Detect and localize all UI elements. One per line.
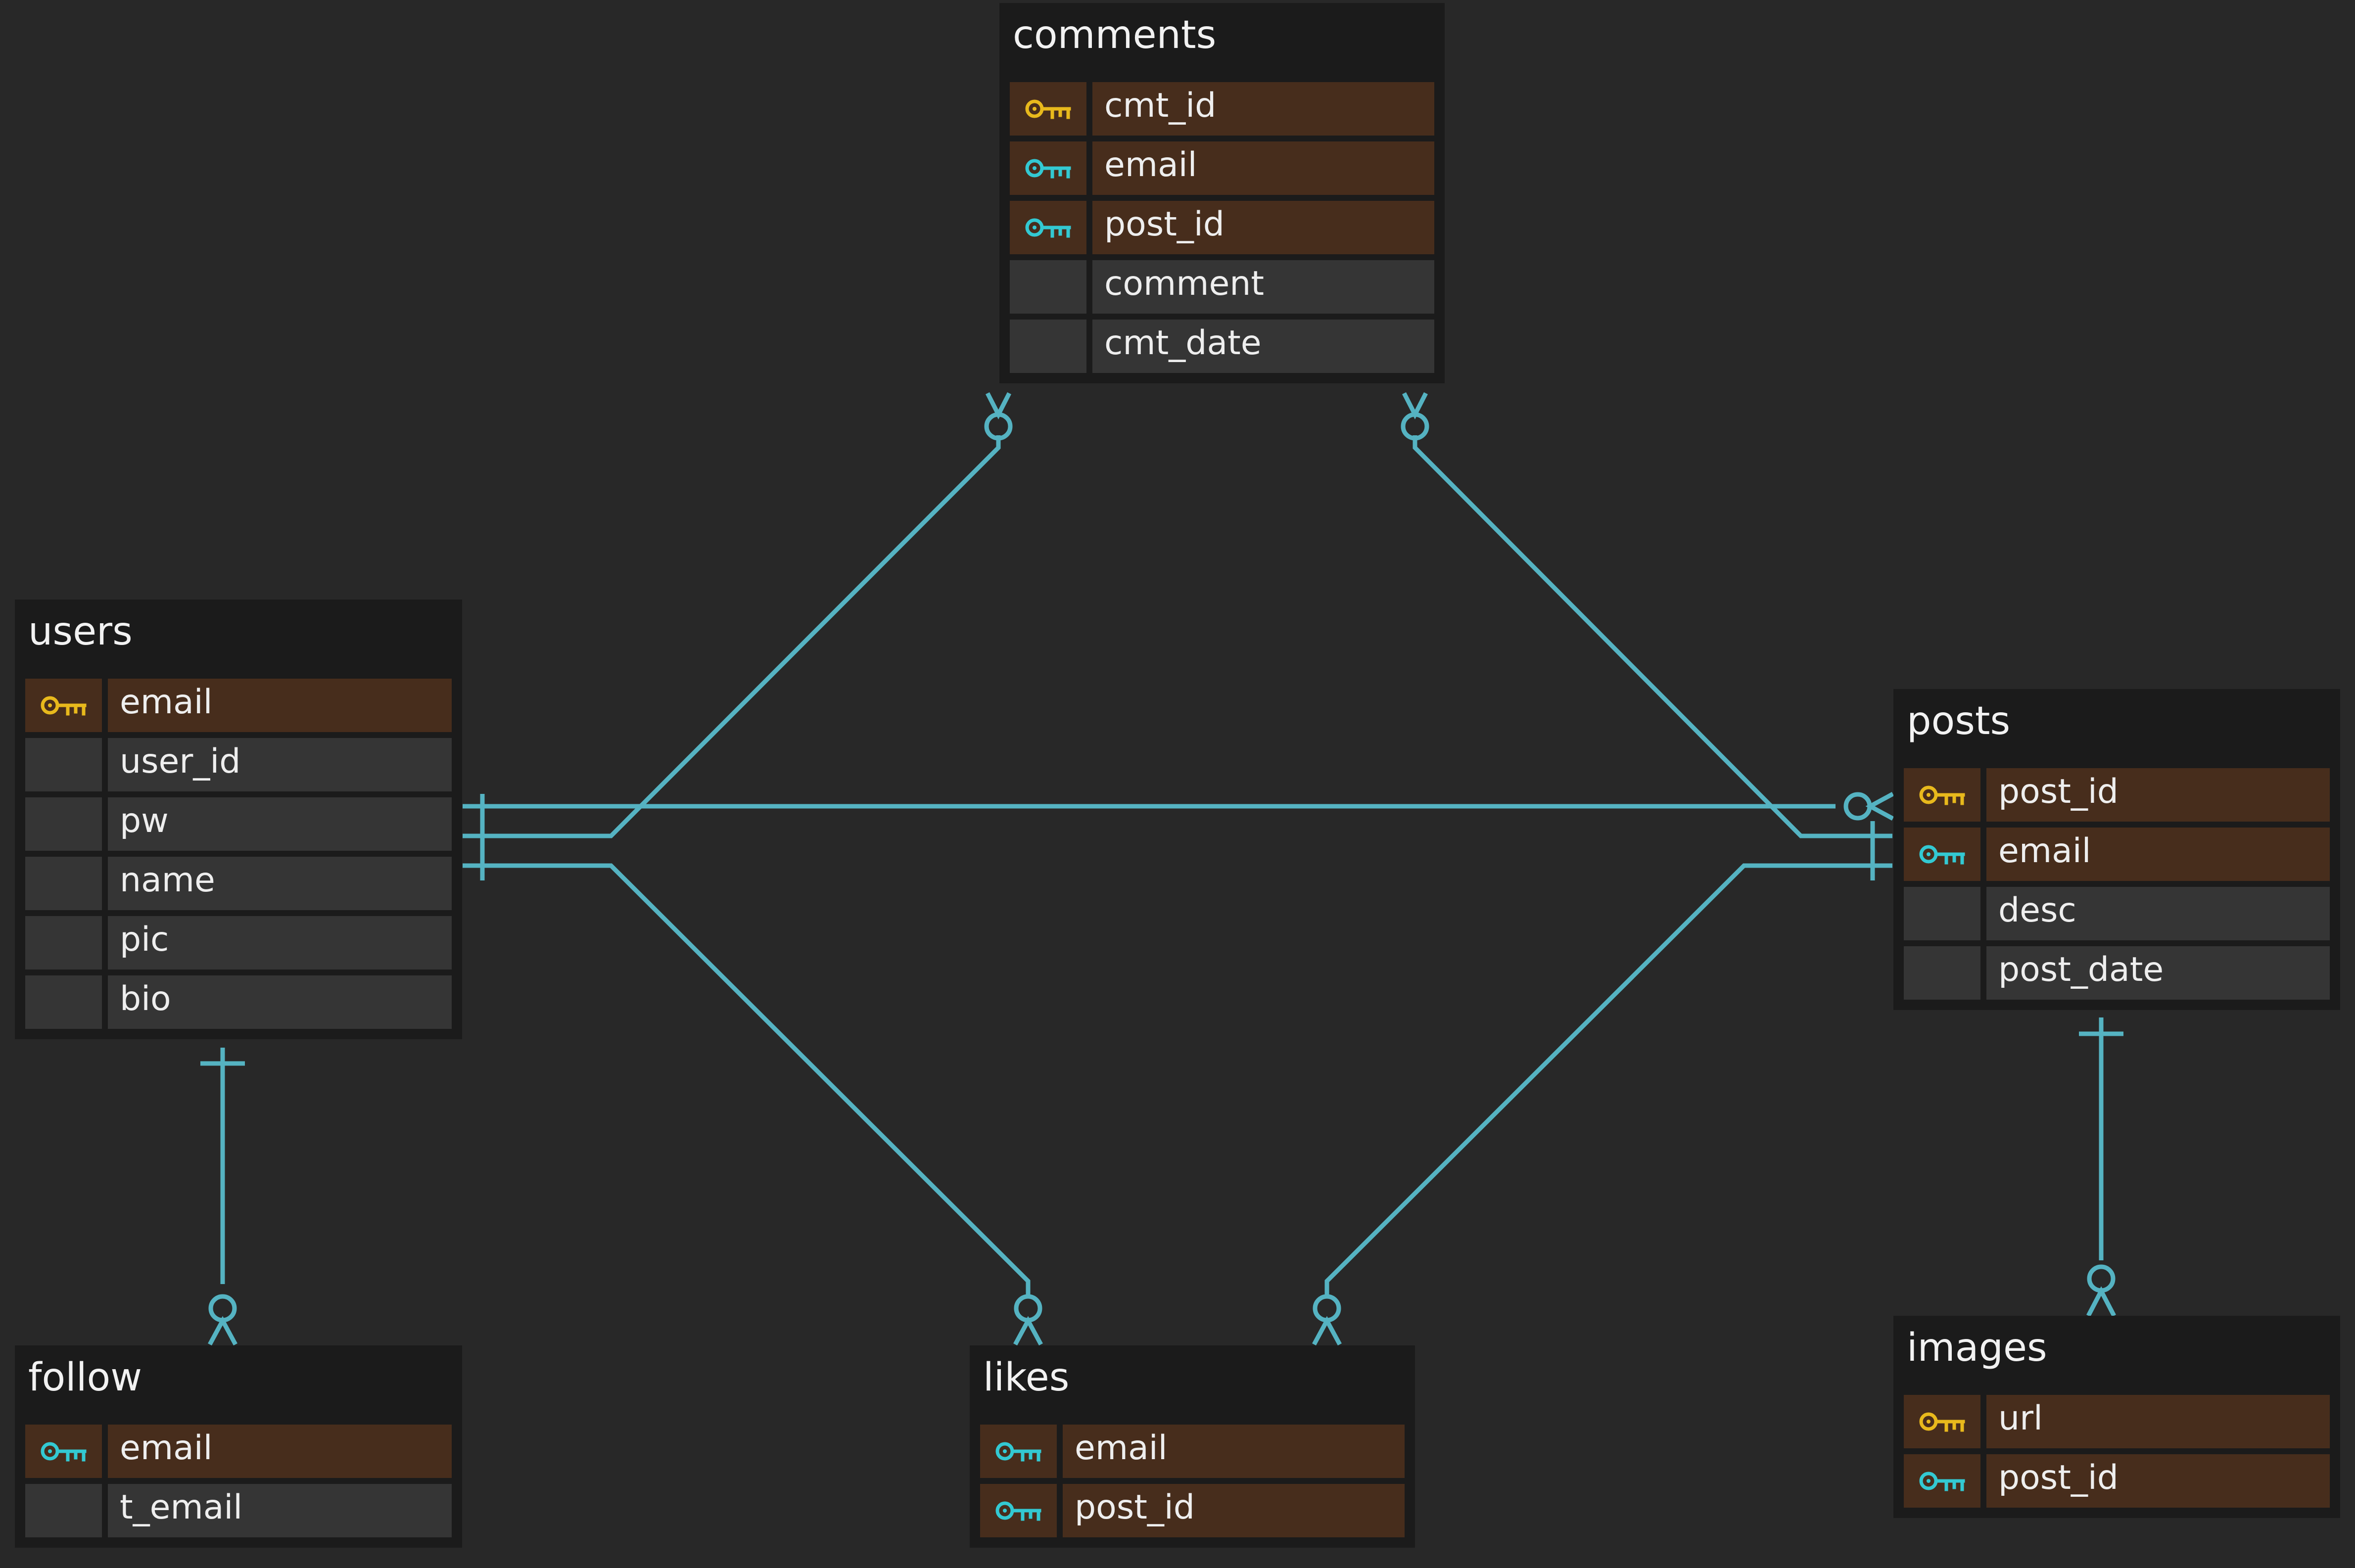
table-follow[interactable]: follow email t_email (15, 1345, 462, 1548)
column-row[interactable]: email (1904, 828, 2330, 881)
table-title: comments (1013, 13, 1217, 57)
relationship-users-likes (463, 863, 1031, 1296)
column-name: email (108, 1425, 452, 1478)
primary-key-icon (1919, 1412, 1965, 1432)
key-cell (1010, 320, 1086, 373)
foreign-key-icon (995, 1442, 1041, 1462)
column-name: name (108, 857, 452, 910)
relationship-users-comments (463, 435, 1001, 838)
key-cell (1904, 768, 1980, 822)
column-row[interactable]: post_date (1904, 946, 2330, 1000)
column-row[interactable]: user_id (25, 738, 452, 791)
column-row[interactable]: email (980, 1425, 1405, 1478)
column-row[interactable]: cmt_id (1010, 82, 1434, 136)
column-name: t_email (108, 1484, 452, 1537)
foreign-key-icon (1919, 845, 1965, 865)
column-name: post_date (1986, 946, 2330, 1000)
column-row[interactable]: email (25, 679, 452, 732)
column-name: post_id (1063, 1484, 1405, 1537)
column-row[interactable]: cmt_date (1010, 320, 1434, 373)
table-title: users (28, 609, 133, 654)
table-title: posts (1907, 699, 2011, 743)
column-name: pic (108, 916, 452, 969)
key-cell (1010, 260, 1086, 314)
foreign-key-icon (41, 1442, 86, 1462)
column-row[interactable]: pw (25, 797, 452, 851)
column-name: email (108, 679, 452, 732)
column-name: post_id (1092, 201, 1434, 254)
column-row[interactable]: post_id (1904, 768, 2330, 822)
column-row[interactable]: post_id (1010, 201, 1434, 254)
column-row[interactable]: post_id (980, 1484, 1405, 1537)
key-cell (1904, 946, 1980, 1000)
key-cell (980, 1425, 1057, 1478)
table-images[interactable]: images url post_id (1893, 1316, 2340, 1518)
column-name: user_id (108, 738, 452, 791)
column-name: email (1986, 828, 2330, 881)
column-name: desc (1986, 887, 2330, 940)
relationship-posts-likes (1324, 863, 1892, 1296)
key-cell (25, 975, 102, 1029)
key-cell (25, 1425, 102, 1478)
key-cell (25, 857, 102, 910)
column-name: email (1063, 1425, 1405, 1478)
many-cardinality-mark (208, 1316, 237, 1346)
foreign-key-icon (1025, 159, 1071, 179)
table-title: follow (28, 1355, 142, 1400)
key-cell (1904, 828, 1980, 881)
many-cardinality-mark (1402, 392, 1428, 419)
column-name: bio (108, 975, 452, 1029)
relationship-posts-comments (1413, 435, 1892, 838)
key-cell (1010, 82, 1086, 136)
key-cell (25, 916, 102, 969)
key-cell (1904, 1454, 1980, 1508)
column-name: comment (1092, 260, 1434, 314)
column-row[interactable]: desc (1904, 887, 2330, 940)
column-name: url (1986, 1395, 2330, 1448)
column-row[interactable]: email (25, 1425, 452, 1478)
column-row[interactable]: t_email (25, 1484, 452, 1537)
column-row[interactable]: comment (1010, 260, 1434, 314)
key-cell (25, 738, 102, 791)
column-row[interactable]: url (1904, 1395, 2330, 1448)
column-name: cmt_id (1092, 82, 1434, 136)
column-name: email (1092, 141, 1434, 195)
key-cell (25, 797, 102, 851)
foreign-key-icon (1919, 1472, 1965, 1491)
key-cell (1904, 887, 1980, 940)
column-row[interactable]: bio (25, 975, 452, 1029)
column-row[interactable]: post_id (1904, 1454, 2330, 1508)
key-cell (1010, 141, 1086, 195)
primary-key-icon (41, 696, 86, 716)
column-name: cmt_date (1092, 320, 1434, 373)
primary-key-icon (1025, 99, 1071, 119)
table-likes[interactable]: likes email post_id (970, 1345, 1415, 1548)
foreign-key-icon (995, 1501, 1041, 1521)
column-name: pw (108, 797, 452, 851)
many-cardinality-mark (1312, 1316, 1342, 1346)
many-cardinality-mark (1013, 1316, 1043, 1346)
table-title: likes (983, 1355, 1070, 1400)
key-cell (25, 679, 102, 732)
key-cell (980, 1484, 1057, 1537)
many-cardinality-mark (1865, 792, 1894, 821)
primary-key-icon (1919, 785, 1965, 805)
column-name: post_id (1986, 1454, 2330, 1508)
key-cell (1904, 1395, 1980, 1448)
column-row[interactable]: email (1010, 141, 1434, 195)
table-title: images (1907, 1326, 2047, 1370)
column-row[interactable]: name (25, 857, 452, 910)
foreign-key-icon (1025, 218, 1071, 238)
many-cardinality-mark (2086, 1286, 2116, 1317)
column-row[interactable]: pic (25, 916, 452, 969)
column-name: post_id (1986, 768, 2330, 822)
key-cell (25, 1484, 102, 1537)
many-cardinality-mark (985, 392, 1012, 419)
key-cell (1010, 201, 1086, 254)
